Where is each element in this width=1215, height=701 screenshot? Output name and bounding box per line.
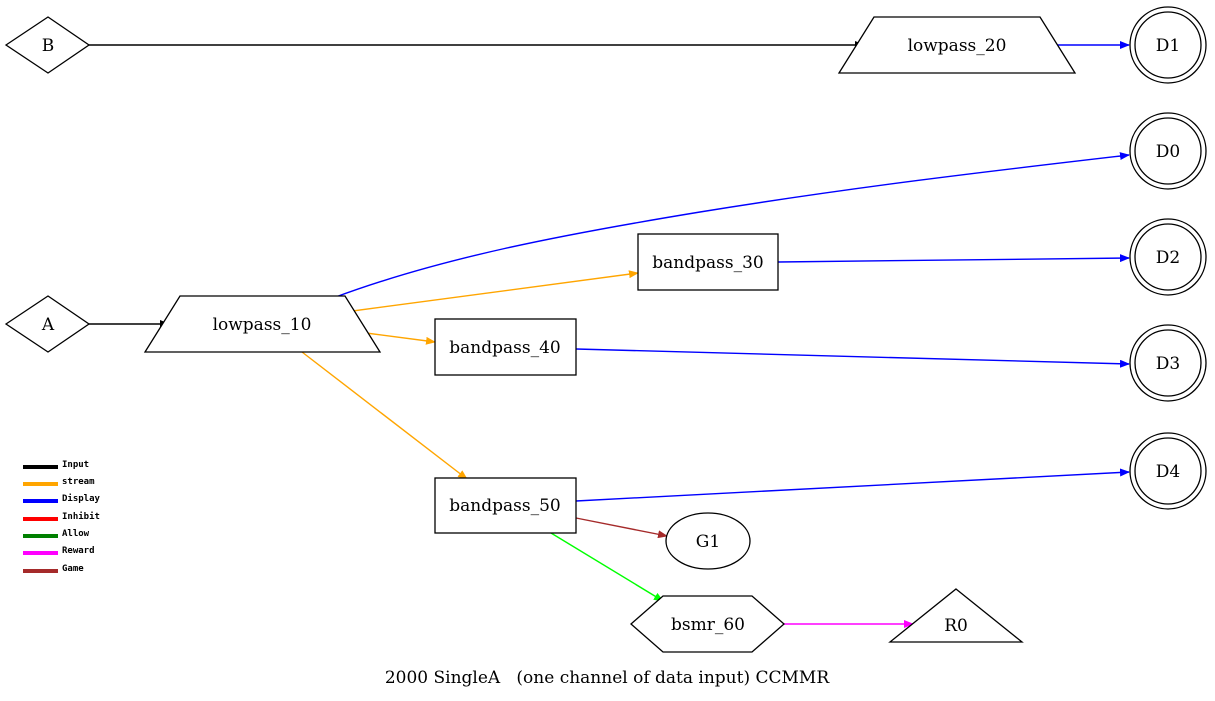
edge-lowpass10-bandpass50: [301, 351, 468, 480]
legend-label-stream: stream: [62, 477, 95, 487]
legend: Input stream Display Inhibit Allow Rewar…: [23, 460, 101, 574]
legend-item-reward: Reward: [23, 546, 95, 556]
node-d2-label: D2: [1156, 248, 1180, 268]
node-d0: D0: [1129, 112, 1207, 190]
node-bandpass-40-label: bandpass_40: [449, 338, 560, 358]
legend-item-stream: stream: [23, 477, 95, 487]
node-bandpass-50-label: bandpass_50: [449, 496, 560, 516]
node-d3-label: D3: [1156, 354, 1180, 374]
node-g1: G1: [665, 512, 751, 570]
diagram-caption: 2000 SingleA (one channel of data input)…: [385, 668, 830, 688]
node-g1-label: G1: [696, 532, 720, 552]
node-lowpass-10: lowpass_10: [143, 295, 382, 353]
legend-label-game: Game: [62, 564, 84, 574]
node-lowpass-10-label: lowpass_10: [213, 315, 312, 335]
legend-label-reward: Reward: [62, 546, 95, 556]
node-bandpass-50: bandpass_50: [434, 477, 577, 534]
node-bsmr-60: bsmr_60: [630, 595, 785, 653]
node-b-label: B: [42, 36, 55, 56]
edges: [89, 41, 1130, 628]
edge-bandpass50-g1: [575, 517, 668, 539]
legend-label-allow: Allow: [62, 529, 90, 539]
node-bandpass-30-label: bandpass_30: [652, 253, 763, 273]
node-d2: D2: [1129, 218, 1207, 296]
node-d3: D3: [1129, 324, 1207, 402]
node-d4-label: D4: [1156, 462, 1180, 482]
legend-item-allow: Allow: [23, 529, 90, 539]
node-bandpass-30: bandpass_30: [637, 233, 779, 291]
node-d4: D4: [1129, 432, 1207, 510]
edge-bandpass50-d4: [575, 468, 1130, 502]
node-bandpass-40: bandpass_40: [434, 318, 577, 376]
legend-label-input: Input: [62, 460, 89, 470]
node-d1-label: D1: [1156, 36, 1180, 56]
legend-item-input: Input: [23, 460, 89, 470]
node-b: B: [4, 16, 91, 74]
legend-label-inhibit: Inhibit: [62, 511, 100, 522]
edge-lowpass10-bandpass30: [344, 270, 639, 313]
edge-bandpass50-bsmr60: [550, 532, 664, 602]
node-d0-label: D0: [1156, 142, 1180, 162]
node-r0: R0: [888, 588, 1024, 643]
edge-lowpass10-bandpass40: [365, 332, 436, 345]
node-lowpass-20-label: lowpass_20: [908, 36, 1007, 56]
node-lowpass-20: lowpass_20: [837, 16, 1077, 74]
node-d1: D1: [1129, 6, 1207, 84]
legend-item-display: Display: [23, 493, 101, 504]
edge-bandpass40-d3: [575, 348, 1130, 368]
edge-bandpass30-d2: [777, 254, 1130, 263]
node-a: A: [4, 295, 91, 353]
legend-label-display: Display: [62, 493, 101, 504]
node-a-label: A: [41, 315, 55, 335]
node-r0-label: R0: [944, 616, 968, 636]
edge-lowpass10-d0: [332, 152, 1130, 299]
legend-item-inhibit: Inhibit: [23, 511, 100, 522]
node-bsmr-60-label: bsmr_60: [671, 615, 745, 635]
legend-item-game: Game: [23, 564, 84, 574]
